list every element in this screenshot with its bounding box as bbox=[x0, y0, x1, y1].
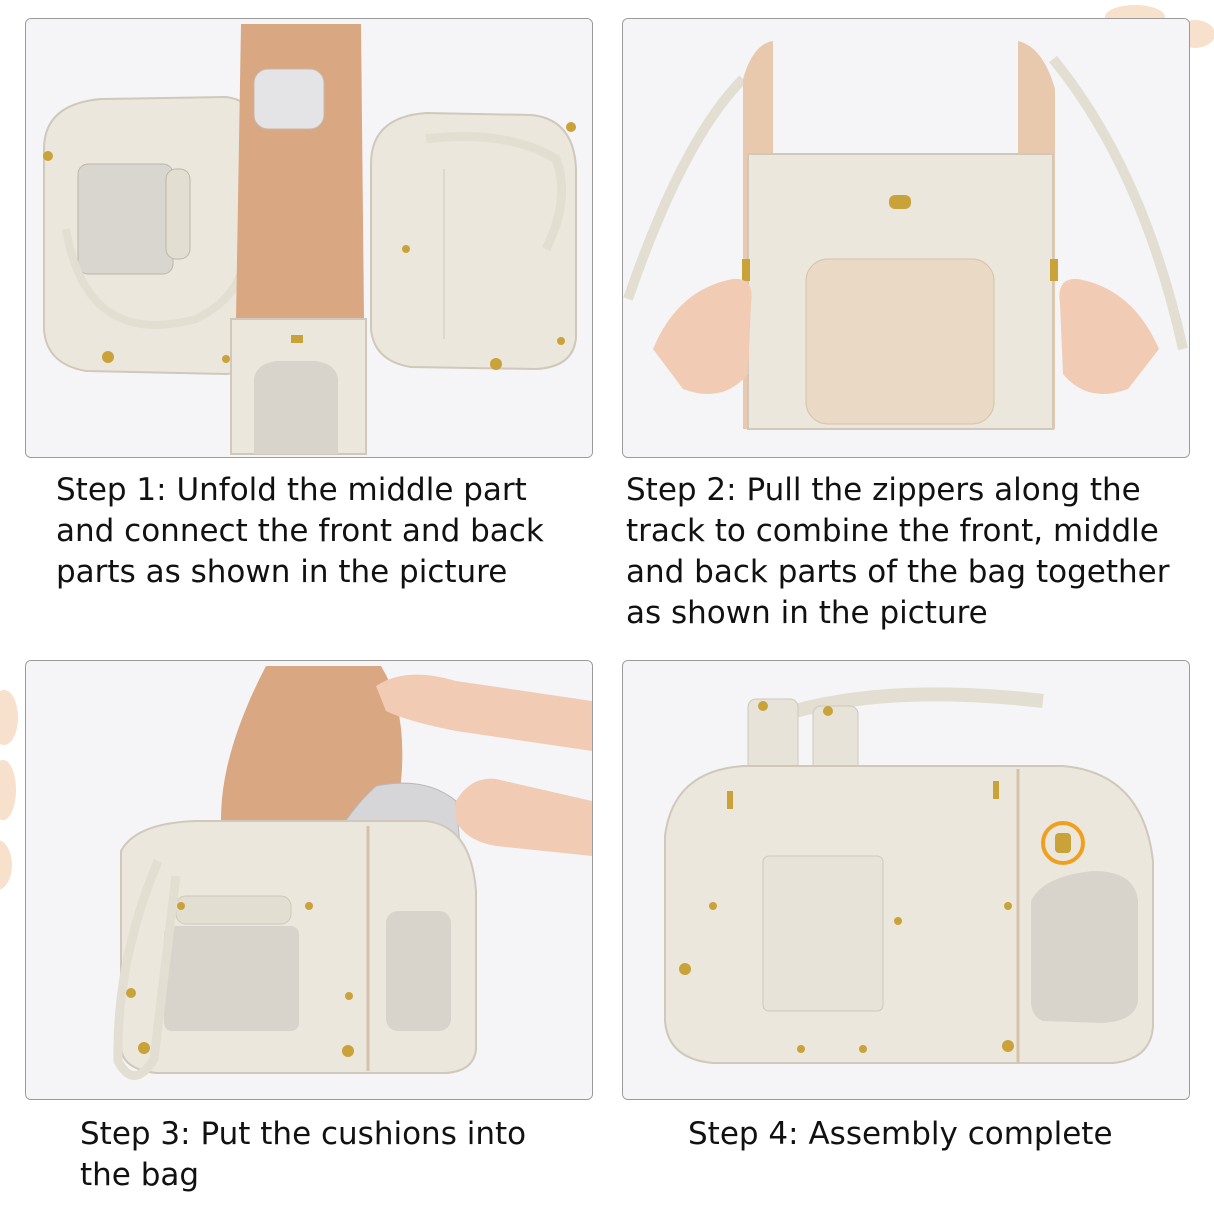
zipping-bag-illustration bbox=[623, 19, 1189, 457]
step-2-caption: Step 2: Pull the zippers along the track… bbox=[626, 472, 1170, 631]
unfolded-bag-illustration bbox=[26, 19, 592, 457]
step-4-photo-panel bbox=[622, 660, 1190, 1100]
step-1-photo-panel bbox=[25, 18, 593, 458]
step-1-caption: Step 1: Unfold the middle part and conne… bbox=[56, 472, 544, 590]
paw-print-decoration bbox=[0, 760, 16, 820]
step-2-photo-panel bbox=[622, 18, 1190, 458]
paw-print-decoration bbox=[0, 690, 18, 745]
paw-print-decoration bbox=[0, 840, 12, 890]
step-4-caption: Step 4: Assembly complete bbox=[688, 1116, 1113, 1152]
step-3-photo-panel bbox=[25, 660, 593, 1100]
inserting-cushion-illustration bbox=[26, 661, 592, 1099]
step-3-caption: Step 3: Put the cushions into the bag bbox=[80, 1116, 527, 1193]
assembled-bag-illustration bbox=[623, 661, 1189, 1099]
